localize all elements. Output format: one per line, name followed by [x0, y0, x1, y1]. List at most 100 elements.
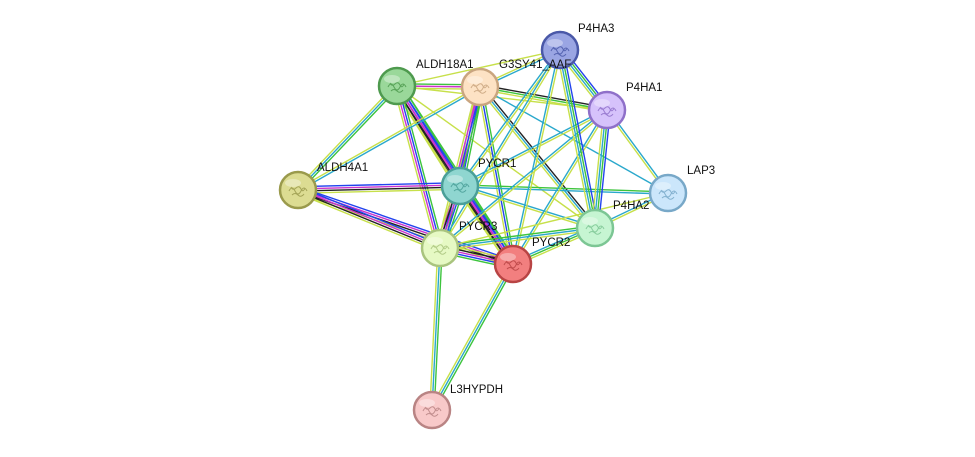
node-pycr3[interactable]: PYCR3: [420, 221, 497, 268]
edge-evidence-line: [481, 86, 516, 264]
edge-evidence-line: [460, 184, 669, 193]
edge-pycr1-p4ha2[interactable]: [459, 184, 596, 230]
node-circle[interactable]: [278, 170, 318, 210]
node-circle[interactable]: [377, 66, 417, 106]
edge-p4ha1-p4ha2[interactable]: [591, 109, 611, 229]
edge-aldh4a1-g3sy41[interactable]: [297, 85, 481, 192]
node-pycr2[interactable]: PYCR2: [493, 237, 570, 284]
edge-evidence-line: [595, 110, 609, 229]
edge-pycr3-l3hypdh[interactable]: [429, 247, 443, 411]
edge-evidence-line: [460, 184, 596, 228]
node-l3hypdh[interactable]: L3HYPDH: [412, 384, 503, 430]
node-highlight: [384, 75, 400, 83]
edge-evidence-line: [479, 88, 607, 113]
edge-evidence-line: [436, 86, 478, 248]
edge-evidence-line: [433, 264, 516, 412]
edge-evidence-line: [397, 85, 442, 248]
edge-aldh4a1-pycr3[interactable]: [296, 186, 442, 252]
protein-structure-icon: [450, 182, 470, 193]
node-p4ha1[interactable]: P4HA1: [587, 82, 662, 130]
edge-evidence-line: [299, 87, 400, 192]
edge-evidence-line: [440, 229, 596, 251]
edge-evidence-line: [593, 109, 607, 228]
edge-evidence-line: [296, 192, 440, 252]
node-circle[interactable]: [412, 390, 452, 430]
edge-evidence-line: [295, 84, 396, 189]
node-circle[interactable]: [493, 244, 533, 284]
edge-evidence-line: [479, 86, 514, 265]
node-circle[interactable]: [587, 90, 627, 130]
edge-evidence-line: [560, 49, 597, 228]
edge-evidence-line: [297, 85, 398, 191]
protein-structure-icon: [422, 406, 442, 417]
edge-evidence-line: [481, 85, 598, 228]
node-circle[interactable]: [648, 173, 688, 213]
edge-evidence-line: [298, 87, 481, 192]
node-aldh4a1[interactable]: ALDH4A1: [278, 162, 368, 210]
edge-pycr2-l3hypdh[interactable]: [429, 262, 516, 412]
node-highlight: [427, 237, 443, 245]
node-circle[interactable]: [575, 208, 615, 248]
edge-evidence-line: [591, 109, 605, 228]
node-highlight: [447, 175, 463, 183]
edge-evidence-line: [558, 50, 595, 229]
edge-evidence-line: [511, 109, 607, 264]
protein-structure-icon: [470, 83, 490, 94]
edge-evidence-line: [297, 85, 480, 190]
node-aldh18a1[interactable]: ALDH18A1: [377, 59, 474, 106]
node-p4ha3[interactable]: P4HA3: [540, 23, 614, 70]
protein-structure-icon: [585, 224, 605, 235]
node-highlight: [419, 399, 435, 407]
node-highlight: [467, 76, 483, 84]
edge-evidence-line: [393, 86, 438, 250]
edge-evidence-line: [459, 186, 595, 230]
edge-g3sy41-p4ha1[interactable]: [479, 84, 608, 113]
node-highlight: [655, 182, 671, 190]
node-highlight: [582, 217, 598, 225]
edge-evidence-line: [298, 186, 442, 246]
edge-evidence-line: [298, 188, 461, 194]
node-circle[interactable]: [420, 228, 460, 268]
edge-evidence-line: [297, 190, 440, 250]
edge-evidence-line: [477, 87, 594, 230]
node-p4ha2[interactable]: P4HA2: [575, 200, 649, 248]
node-highlight: [594, 99, 610, 107]
node-g3sy41[interactable]: G3SY41_AAF: [460, 59, 571, 107]
edge-p4ha3-p4ha2[interactable]: [556, 49, 599, 229]
node-label: P4HA2: [613, 200, 649, 212]
edge-g3sy41-pycr2[interactable]: [477, 86, 516, 265]
node-circle[interactable]: [540, 30, 580, 70]
edge-evidence-line: [556, 50, 593, 229]
edge-evidence-line: [459, 186, 668, 195]
edge-aldh18a1-pycr3[interactable]: [393, 84, 444, 250]
node-label: ALDH4A1: [317, 162, 368, 174]
edge-evidence-line: [431, 263, 514, 411]
edge-evidence-line: [562, 49, 599, 228]
node-pycr1[interactable]: PYCR1: [440, 158, 516, 206]
protein-structure-icon: [550, 46, 570, 57]
edge-evidence-line: [297, 184, 460, 190]
edge-evidence-line: [597, 110, 611, 229]
edge-evidence-line: [458, 48, 560, 186]
edge-aldh18a1-aldh4a1[interactable]: [295, 84, 400, 192]
edge-evidence-line: [395, 86, 440, 249]
node-lap3[interactable]: LAP3: [648, 165, 715, 213]
node-circle[interactable]: [440, 166, 480, 206]
edge-aldh4a1-pycr1[interactable]: [297, 182, 461, 194]
node-circle[interactable]: [460, 67, 500, 107]
edge-evidence-line: [460, 110, 608, 188]
edge-evidence-line: [439, 227, 596, 249]
protein-structure-icon: [597, 106, 617, 117]
node-highlight: [547, 39, 563, 47]
edge-pycr1-lap3[interactable]: [459, 184, 669, 195]
edge-evidence-line: [429, 247, 439, 410]
protein-structure-icon: [288, 186, 308, 197]
edge-evidence-line: [438, 49, 560, 248]
edge-pycr3-lap3[interactable]: [439, 192, 669, 249]
edge-pycr3-p4ha3[interactable]: [438, 49, 562, 249]
edge-evidence-line: [399, 84, 444, 248]
edge-evidence-line: [298, 186, 515, 262]
edge-evidence-line: [297, 182, 460, 188]
